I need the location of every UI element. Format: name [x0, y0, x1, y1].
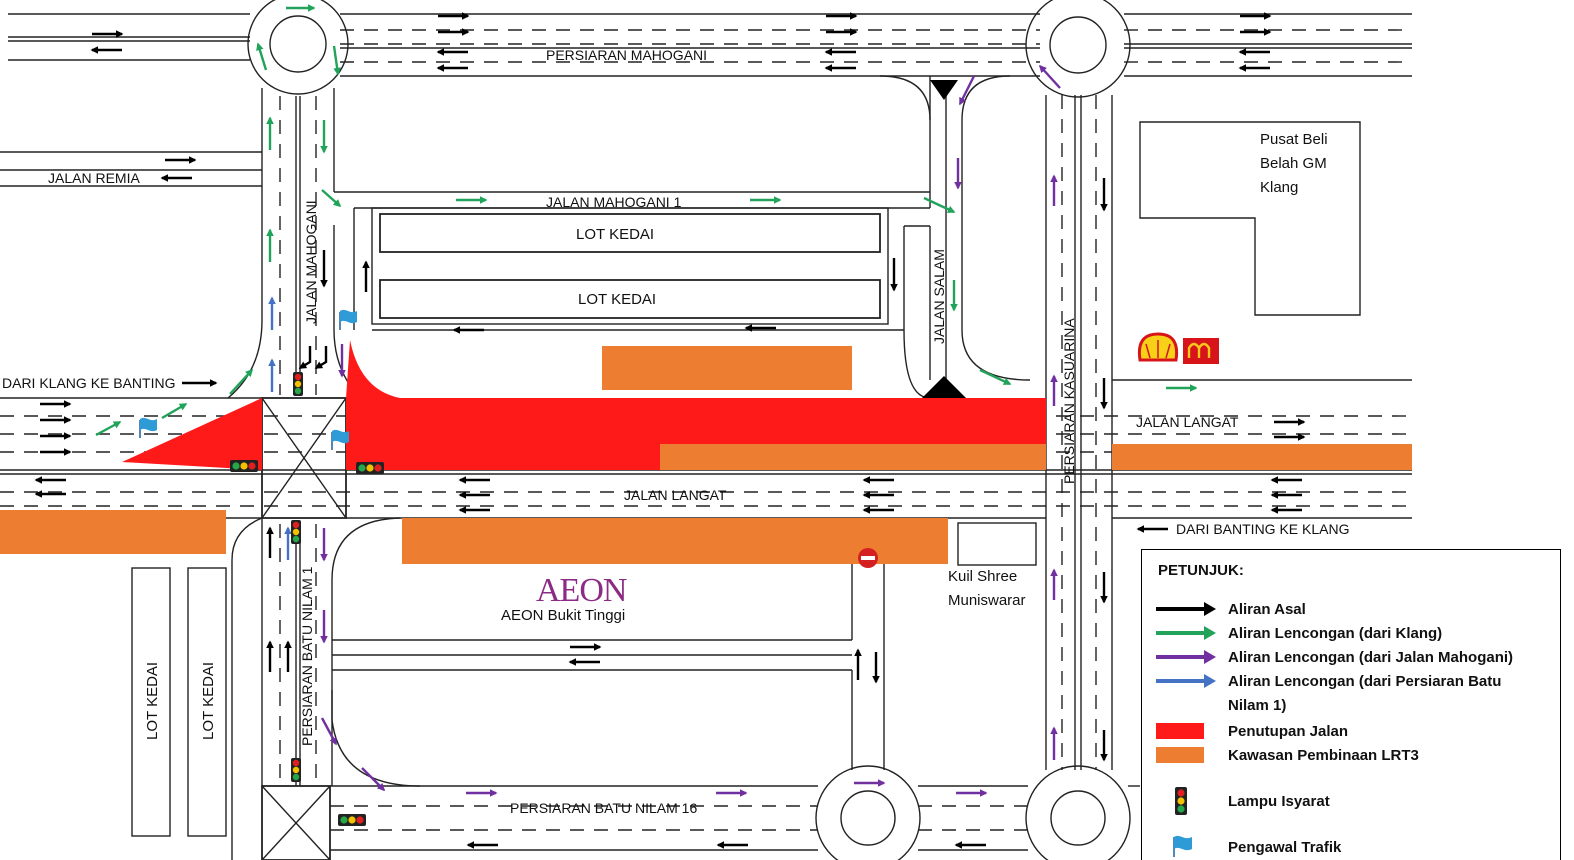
klang-diversion-arrow	[332, 45, 341, 76]
legend-item: Aliran Asal	[1152, 598, 1558, 622]
original-flow-arrow	[298, 346, 312, 370]
road-closure-salam-stop	[930, 80, 958, 100]
legend-label: Aliran Lencongan (dari Klang)	[1228, 625, 1443, 642]
traffic-warden-flag-icon	[1173, 835, 1192, 857]
label-jalan-langat-east: JALAN LANGAT	[1136, 414, 1239, 430]
label-kuil-shree: Kuil Shree	[948, 568, 1017, 585]
label-jalan-remia: JALAN REMIA	[48, 170, 140, 186]
black-arrow-icon	[1156, 602, 1216, 616]
construction-zone	[0, 510, 226, 554]
road-network	[0, 0, 1412, 860]
aeon-logo: AEON	[536, 572, 627, 609]
legend-title: PETUNJUK:	[1158, 562, 1244, 579]
legend-label: Kawasan Pembinaan LRT3	[1228, 747, 1419, 764]
legend-item: Kawasan Pembinaan LRT3	[1152, 744, 1558, 768]
legend-item: Aliran Lencongan (dari Persiaran Batu Ni…	[1152, 670, 1538, 718]
construction-zone	[1112, 444, 1412, 470]
label-banting-to-klang: DARI BANTING KE KLANG	[1176, 521, 1349, 537]
label-jalan-mahogani: JALAN MAHOGANI	[303, 200, 319, 324]
construction-zone	[660, 444, 1046, 470]
legend-label: Penutupan Jalan	[1228, 723, 1349, 740]
mcdonalds-logo-icon	[1183, 338, 1219, 364]
legend-item: Aliran Lencongan (dari Jalan Mahogani)	[1152, 646, 1558, 670]
legend-item: Pengawal Trafik	[1152, 835, 1558, 860]
label-aeon-bukit-tinggi: AEON Bukit Tinggi	[501, 607, 625, 624]
label-persiaran-batu-nilam-16: PERSIARAN BATU NILAM 16	[510, 800, 697, 816]
no-entry-sign-icon	[858, 548, 878, 568]
traffic-light-icon	[291, 758, 301, 782]
klang-diversion-arrow	[256, 42, 268, 71]
closure-blocks	[122, 80, 1046, 470]
label-lot-kedai: LOT KEDAI	[144, 662, 161, 740]
construction-zone	[602, 346, 852, 390]
mahogani-diversion-arrow	[320, 717, 338, 746]
mahogani-diversion-arrow	[958, 75, 976, 106]
green-arrow-icon	[1156, 626, 1216, 640]
original-flow-arrow	[314, 346, 328, 370]
shell-logo-icon	[1137, 332, 1179, 362]
map-labels: PERSIARAN MAHOGANI JALAN REMIA JALAN MAH…	[2, 47, 1349, 816]
legend-label: Aliran Asal	[1228, 601, 1306, 618]
klang-diversion-arrow	[979, 368, 1012, 386]
klang-diversion-arrow	[229, 368, 254, 395]
orange-swatch-icon	[1156, 747, 1204, 763]
flow-arrows	[34, 4, 1306, 849]
gm-klang-line: Klang	[1260, 179, 1299, 196]
label-persiaran-mahogani: PERSIARAN MAHOGANI	[546, 47, 707, 63]
purple-arrow-icon	[1156, 650, 1216, 664]
label-klang-to-banting: DARI KLANG KE BANTING	[2, 375, 175, 391]
label-lot-kedai: LOT KEDAI	[578, 291, 656, 308]
klang-diversion-arrow	[161, 402, 188, 420]
label-jalan-mahogani-1: JALAN MAHOGANI 1	[546, 194, 682, 210]
legend-label: Aliran Lencongan (dari Jalan Mahogani)	[1228, 649, 1514, 666]
label-lot-kedai: LOT KEDAI	[576, 226, 654, 243]
legend-item: Aliran Lencongan (dari Klang)	[1152, 622, 1558, 646]
label-lot-kedai: LOT KEDAI	[200, 662, 217, 740]
gm-klang-line: Pusat Beli	[1260, 131, 1328, 148]
klang-diversion-arrow	[923, 196, 956, 214]
label-persiaran-batu-nilam-1: PERSIARAN BATU NILAM 1	[299, 566, 315, 746]
traffic-light-icon	[1175, 787, 1187, 815]
traffic-light-icon	[293, 372, 303, 396]
gm-klang-line: Belah GM	[1260, 155, 1327, 172]
legend-item: Penutupan Jalan	[1152, 720, 1558, 744]
mahogani-diversion-arrow	[1038, 64, 1061, 89]
legend-label: Aliran Lencongan (dari Persiaran Batu Ni…	[1228, 673, 1502, 714]
road-closure-wedge	[122, 398, 262, 470]
road-closure-salam-base	[922, 376, 966, 398]
blue-arrow-icon	[1156, 674, 1216, 688]
legend-panel: PETUNJUK: Aliran Asal Aliran Lencongan (…	[1141, 549, 1561, 860]
traffic-light-icon	[356, 462, 384, 474]
traffic-light-icon	[230, 460, 258, 472]
label-muniswarar: Muniswarar	[948, 592, 1026, 609]
traffic-light-icon	[338, 814, 366, 826]
legend-label: Lampu Isyarat	[1228, 793, 1330, 810]
label-persiaran-kasuarina: PERSIARAN KASUARINA	[1061, 318, 1077, 484]
traffic-warden-flag-icon	[139, 417, 158, 439]
klang-diversion-arrow	[321, 189, 342, 208]
construction-zone	[402, 518, 948, 564]
label-jalan-salam: JALAN SALAM	[931, 249, 947, 344]
legend-label: Pengawal Trafik	[1228, 839, 1342, 856]
label-jalan-langat-main: JALAN LANGAT	[624, 487, 727, 503]
legend-item: Lampu Isyarat	[1152, 787, 1558, 815]
gm-klang-label: Pusat Beli Belah GM Klang	[1260, 128, 1370, 200]
construction-zones	[0, 346, 1412, 564]
red-swatch-icon	[1156, 723, 1204, 739]
traffic-light-icon	[291, 520, 301, 544]
road-closure-main	[346, 340, 1046, 470]
mahogani-diversion-arrow	[361, 767, 386, 792]
klang-diversion-arrow	[95, 420, 122, 437]
